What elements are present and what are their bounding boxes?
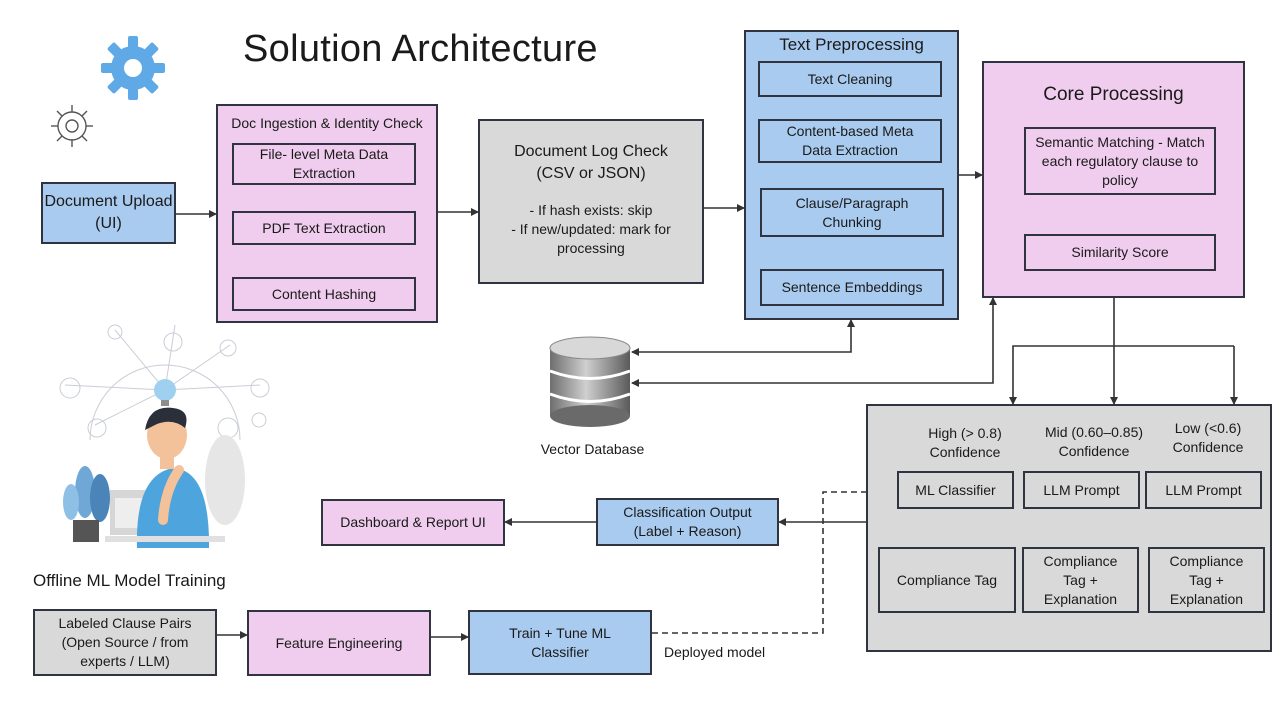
arrow-deployed-model [652, 488, 898, 634]
low-llm-prompt-label: LLM Prompt [1165, 481, 1242, 498]
mid-llm-prompt-label: LLM Prompt [1043, 481, 1120, 498]
classification-output-box: Classification Output (Label + Reason) [596, 498, 779, 546]
log-check-box: Document Log Check (CSV or JSON) - If ha… [478, 119, 704, 284]
ml-classifier-box: ML Classifier [897, 471, 1014, 509]
sentence-embeddings-label: Sentence Embeddings [781, 279, 923, 295]
arrow-split-high [1009, 345, 1234, 405]
dashboard-box: Dashboard & Report UI [321, 499, 505, 546]
dashboard-label: Dashboard & Report UI [340, 514, 486, 530]
mid-compliance-tag-label: Compliance Tag + Explanation [1043, 552, 1118, 607]
semantic-matching-label: Semantic Matching - Match each regulator… [1035, 133, 1205, 188]
train-tune-label: Train + Tune ML Classifier [509, 624, 611, 660]
mid-confidence-label: Mid (0.60–0.85) Confidence [1044, 424, 1144, 459]
similarity-score-box: Similarity Score [1024, 234, 1216, 271]
gear-icon-small [51, 105, 93, 147]
deployed-model-label: Deployed model [664, 644, 766, 660]
vector-db-label: Vector Database [540, 441, 645, 457]
database-icon [549, 336, 631, 427]
labeled-clause-pairs-label: Labeled Clause Pairs (Open Source / from… [58, 615, 192, 669]
ingestion-step-meta: File- level Meta Data Extraction [232, 143, 416, 185]
semantic-matching-box: Semantic Matching - Match each regulator… [1024, 127, 1216, 195]
offline-training-title: Offline ML Model Training [33, 571, 226, 590]
arrow-textpre-vectordb [631, 319, 855, 356]
feature-engineering-label: Feature Engineering [275, 634, 403, 651]
chunking-box: Clause/Paragraph Chunking [760, 188, 944, 237]
similarity-score-label: Similarity Score [1071, 244, 1169, 260]
text-preprocessing-title: Text Preprocessing [779, 35, 924, 54]
feature-engineering-box: Feature Engineering [247, 610, 431, 676]
labeled-clause-pairs-box: Labeled Clause Pairs (Open Source / from… [33, 609, 217, 676]
classification-output-label: Classification Output (Label + Reason) [623, 504, 752, 539]
low-llm-prompt-box: LLM Prompt [1145, 471, 1262, 509]
arrow-core-vectordb [631, 297, 997, 387]
document-upload-box: Document Upload (UI) [41, 182, 176, 244]
log-check-line-1: - If hash exists: skip [529, 202, 653, 218]
ingestion-step-pdf-label: PDF Text Extraction [262, 219, 386, 236]
train-tune-box: Train + Tune ML Classifier [468, 610, 652, 675]
gear-icon-large [101, 36, 165, 100]
content-meta-box: Content-based Meta Data Extraction [758, 119, 942, 163]
thinking-person-illustration [59, 324, 270, 548]
ingestion-step-meta-label: File- level Meta Data Extraction [259, 146, 389, 181]
mid-compliance-tag-box: Compliance Tag + Explanation [1022, 547, 1139, 613]
high-compliance-tag-label: Compliance Tag [896, 571, 998, 588]
log-check-title: Document Log Check (CSV or JSON) [514, 143, 668, 182]
ingestion-title: Doc Ingestion & Identity Check [231, 115, 423, 131]
chunking-label: Clause/Paragraph Chunking [795, 194, 909, 230]
low-compliance-tag-label: Compliance Tag + Explanation [1169, 552, 1244, 607]
ingestion-step-pdf: PDF Text Extraction [232, 211, 416, 245]
content-meta-label: Content-based Meta Data Extraction [786, 123, 914, 158]
ml-classifier-label: ML Classifier [915, 481, 996, 498]
document-upload-label: Document Upload (UI) [44, 193, 173, 232]
low-compliance-tag-box: Compliance Tag + Explanation [1148, 547, 1265, 613]
low-confidence-label: Low (<0.6) Confidence [1172, 420, 1244, 455]
page-title: Solution Architecture [243, 28, 598, 70]
ingestion-step-hash-label: Content Hashing [271, 285, 377, 302]
high-confidence-label: High (> 0.8) Confidence [928, 425, 1002, 460]
mid-llm-prompt-box: LLM Prompt [1023, 471, 1140, 509]
log-check-line-2: - If new/updated: mark for processing [511, 221, 671, 256]
core-processing-title: Core Processing [1043, 84, 1184, 105]
text-cleaning-box: Text Cleaning [758, 61, 942, 97]
ingestion-step-hash: Content Hashing [232, 277, 416, 311]
text-cleaning-label: Text Cleaning [807, 70, 893, 87]
sentence-embeddings-box: Sentence Embeddings [760, 269, 944, 306]
high-compliance-tag-box: Compliance Tag [878, 547, 1016, 613]
